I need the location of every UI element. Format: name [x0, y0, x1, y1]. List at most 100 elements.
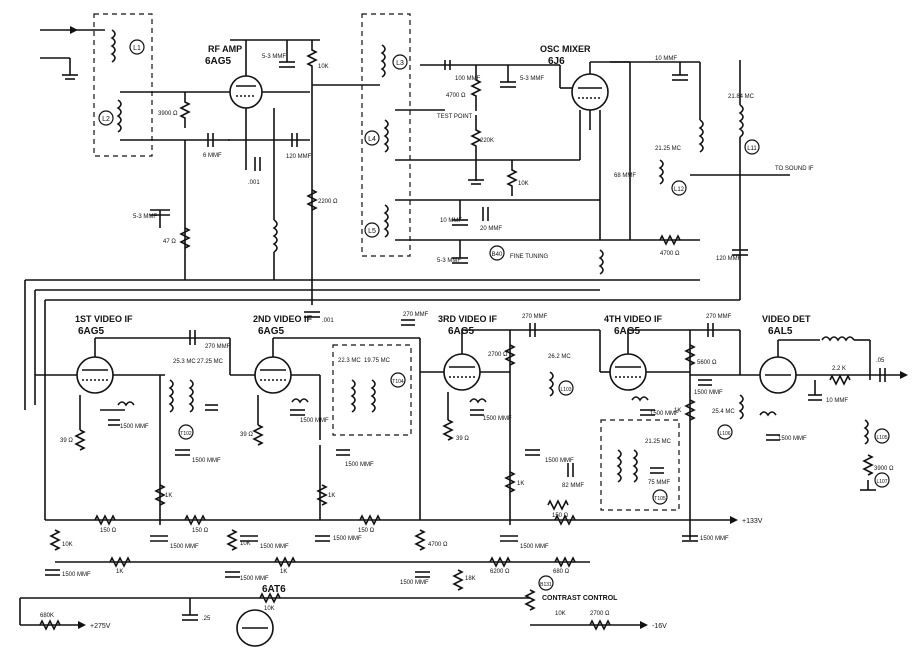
coil-l5: L5 [364, 204, 389, 238]
video-if-4-tube: 4TH VIDEO IF 6AG5 [604, 314, 663, 391]
r2700-label: 2700 Ω [488, 352, 508, 358]
bottom-tube-6at6: 6AT6 [236, 584, 286, 647]
label-l2: L2 [102, 116, 110, 123]
r39c-label: 39 Ω [456, 436, 469, 442]
r2700b-label: 2700 Ω [590, 611, 610, 617]
rf-amp-tube: RF AMP 6AG5 [205, 44, 263, 109]
label-l4: L4 [368, 136, 376, 143]
r22k-label: 2.2 K [832, 366, 846, 372]
coil-l1: L1 [110, 29, 145, 63]
f2725-label: 27.25 MC [197, 359, 224, 365]
finetuning-label: FINE TUNING [510, 254, 549, 260]
label-l5: L5 [368, 228, 376, 235]
tosound-label: TO SOUND IF [775, 166, 814, 172]
label-l106: L106 [719, 431, 730, 437]
r3900-label: 3900 Ω [158, 111, 178, 117]
c53b-label: 5-3 MMF [262, 54, 286, 60]
osc-mixer-tube: OSC MIXER 6J6 [540, 44, 609, 111]
c1500n-label: 1500 MMF [694, 390, 723, 396]
c120a-label: 120 MMF [286, 154, 312, 160]
contrast-label: CONTRAST CONTROL [542, 595, 618, 602]
video-if-1-tube: 1ST VIDEO IF 6AG5 [75, 314, 133, 394]
f2125b-label: 21.25 MC [645, 439, 672, 445]
r10kb-label: 10K [240, 541, 251, 547]
c53d-label: 5-3 MMF [437, 258, 461, 264]
r4700b-label: 4700 Ω [660, 251, 680, 257]
r1ka-label: 1K [165, 493, 172, 499]
r1kc-label: 1K [328, 493, 335, 499]
c1500f-label: 1500 MMF [345, 462, 374, 468]
c20-label: 20 MMF [480, 226, 502, 232]
c1500a-label: 1500 MMF [120, 424, 149, 430]
c1500c-label: 1500 MMF [170, 544, 199, 550]
r150b-label: 150 Ω [192, 528, 209, 534]
c1500g-label: 1500 MMF [260, 544, 289, 550]
c270b-label: 270 MMF [403, 312, 429, 318]
b133-label: +133V [742, 518, 763, 525]
c270c-label: 270 MMF [522, 314, 548, 320]
c1500k-label: 1500 MMF [545, 458, 574, 464]
c1500q-label: 1500 MMF [778, 436, 807, 442]
r1kb-label: 1K [116, 569, 123, 575]
c1500j-label: 1500 MMF [483, 416, 512, 422]
vif1-title: 1ST VIDEO IF [75, 314, 133, 324]
vif1-type: 6AG5 [78, 326, 105, 337]
c1500d-label: 1500 MMF [62, 572, 91, 578]
testpoint-label: TEST POINT [437, 114, 473, 120]
c53c-label: 5-3 MMF [520, 76, 544, 82]
r220k-label: 220K [480, 138, 494, 144]
label-t104: T104 [392, 379, 404, 385]
c1500i-label: 1500 MMF [333, 536, 362, 542]
r680k-label: 680K [40, 613, 54, 619]
c1500h-label: 1500 MMF [240, 576, 269, 582]
c270d-label: 270 MMF [706, 314, 732, 320]
r4700c-label: 4700 Ω [428, 542, 448, 548]
c10b-label: 10 MMF [655, 56, 677, 62]
label-l11: L11 [747, 146, 757, 152]
r10kd-label: 10K [264, 606, 275, 612]
c100-label: 100 MMF [455, 76, 481, 82]
coil-l4: L4 [364, 119, 389, 153]
r10kc-label: 10K [555, 611, 566, 617]
f223-label: 22.3 MC [338, 358, 361, 364]
video-det-type: 6AL5 [768, 326, 793, 337]
c68-label: 68 MMF [614, 173, 636, 179]
c1500o-label: 1500 MMF [650, 411, 679, 417]
f1975-label: 19.75 MC [364, 358, 391, 364]
osc-mixer-type: 6J6 [548, 56, 565, 67]
coil-l2: L2 [98, 99, 122, 133]
c6mmf-label: 6 MMF [203, 153, 222, 159]
osc-mixer-title: OSC MIXER [540, 44, 591, 54]
r10k-rf-label: 10K [318, 64, 329, 70]
c75-label: 75 MMF [648, 480, 670, 486]
vif4-title: 4TH VIDEO IF [604, 314, 663, 324]
r10k-osc-label: 10K [518, 181, 529, 187]
r2200-label: 2200 Ω [318, 199, 338, 205]
antenna-shield-box [93, 13, 153, 157]
coil-l3: L3 [380, 44, 408, 78]
c82-label: 82 MMF [562, 483, 584, 489]
m16-label: -16V [652, 623, 667, 630]
c05-label: .05 [876, 358, 885, 364]
video-detector-tube: VIDEO DET 6AL5 [759, 314, 811, 394]
video-det-title: VIDEO DET [762, 314, 811, 324]
c25-label: .25 [202, 616, 211, 622]
c120b-label: 120 MMF [716, 256, 742, 262]
r39b-label: 39 Ω [240, 432, 253, 438]
label-l105: L105 [876, 435, 887, 441]
r680-label: 680 Ω [553, 569, 570, 575]
label-t102: T102 [180, 431, 192, 437]
r47-label: 47 Ω [163, 239, 176, 245]
c53a-label: 5-3 MMF [133, 214, 157, 220]
r150c-label: 150 Ω [358, 528, 375, 534]
r5600-label: 5600 Ω [697, 360, 717, 366]
r150d-label: 150 Ω [552, 513, 569, 519]
r4700a-label: 4700 Ω [446, 93, 466, 99]
vif3-title: 3RD VIDEO IF [438, 314, 498, 324]
p275-label: +275V [90, 623, 111, 630]
c001b-label: .001 [322, 318, 334, 324]
label-l103: L103 [560, 387, 571, 393]
t105-shield-box [600, 419, 680, 511]
c1500e-label: 1500 MMF [300, 418, 329, 424]
